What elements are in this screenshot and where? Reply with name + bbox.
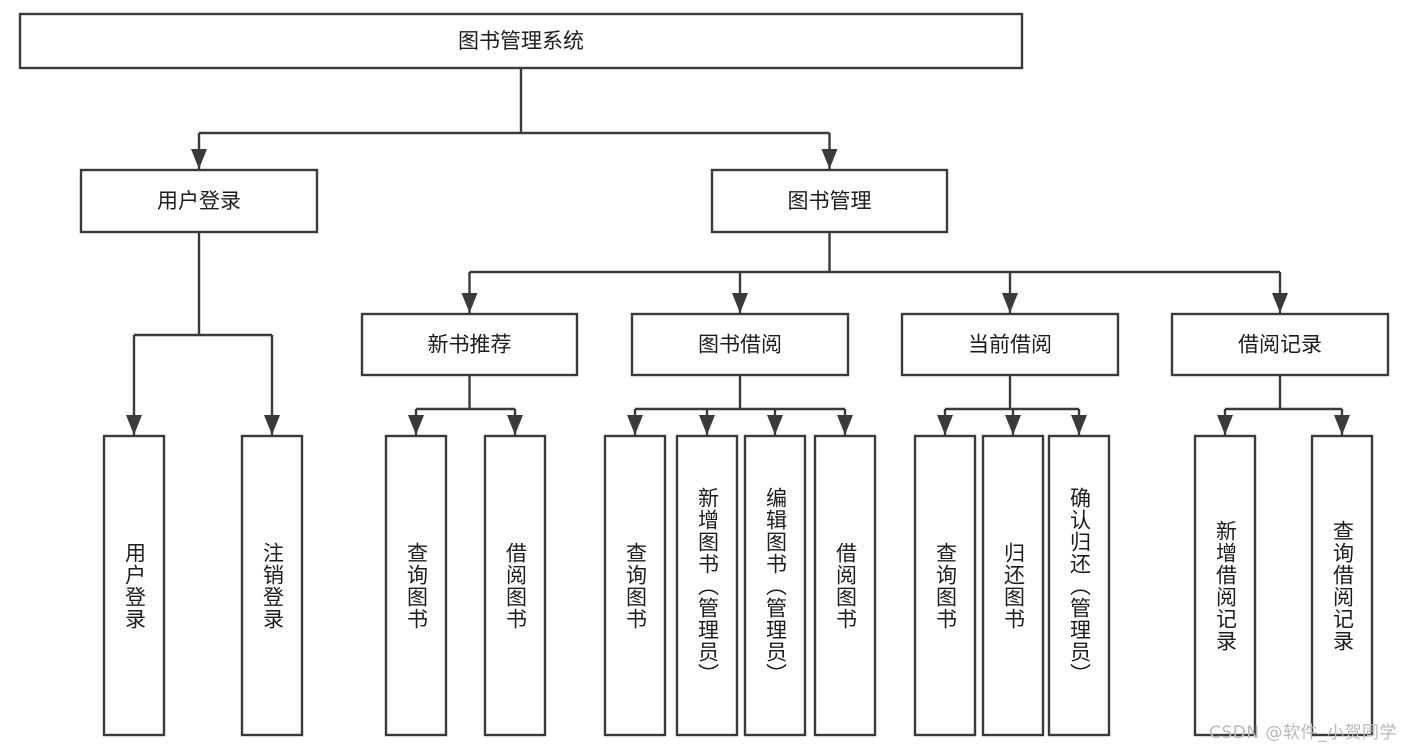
- node-box-layer: [18, 12, 1390, 737]
- arrow-head-icon: [699, 415, 715, 435]
- node-leaf-query-book-2[interactable]: [603, 434, 667, 737]
- node-borrow-record[interactable]: [1170, 312, 1390, 377]
- node-current-borrow-label: 当前借阅: [968, 333, 1052, 357]
- arrow-head-icon: [1334, 415, 1350, 435]
- node-user-login-label: 用户登录: [157, 189, 241, 213]
- node-borrow-record-label: 借阅记录: [1238, 333, 1322, 357]
- node-leaf-add-book-admin[interactable]: [675, 434, 739, 737]
- node-book-borrow[interactable]: [630, 312, 850, 377]
- node-leaf-confirm-return-admin[interactable]: [1047, 434, 1111, 737]
- arrow-head-icon: [507, 415, 523, 435]
- node-user-login[interactable]: [79, 168, 319, 234]
- node-root[interactable]: [18, 12, 1024, 70]
- node-root-label: 图书管理系统: [458, 29, 584, 53]
- arrow-head-icon: [767, 415, 783, 435]
- arrow-head-icon: [461, 293, 478, 313]
- node-book-borrow-label: 图书借阅: [698, 333, 782, 357]
- arrow-head-icon: [408, 415, 424, 435]
- arrow-head-icon: [1005, 415, 1021, 435]
- arrow-head-icon: [126, 415, 142, 435]
- watermark-credit: CSDN @软件_小贺同学: [1209, 723, 1397, 743]
- node-new-book-recommend[interactable]: [360, 312, 579, 377]
- node-leaf-query-borrow-record[interactable]: [1310, 434, 1374, 737]
- node-leaf-return-book[interactable]: [981, 434, 1045, 737]
- arrow-head-icon: [627, 415, 643, 435]
- arrow-head-icon: [191, 149, 207, 169]
- arrow-head-icon: [937, 415, 953, 435]
- node-current-borrow[interactable]: [900, 312, 1120, 377]
- arrow-head-icon: [1217, 415, 1233, 435]
- node-leaf-edit-book-admin[interactable]: [743, 434, 807, 737]
- connector-layer: [126, 68, 1350, 435]
- node-leaf-logout[interactable]: [240, 434, 304, 737]
- arrow-head-icon: [1272, 293, 1288, 313]
- node-new-book-recommend-label: 新书推荐: [428, 333, 512, 357]
- arrow-head-icon: [264, 415, 280, 435]
- node-leaf-user-login[interactable]: [102, 434, 166, 737]
- node-leaf-add-borrow-record[interactable]: [1193, 434, 1257, 737]
- arrow-head-icon: [732, 293, 748, 313]
- node-leaf-borrow-book-1[interactable]: [483, 434, 547, 737]
- arrow-head-icon: [837, 415, 853, 435]
- node-leaf-query-book-3[interactable]: [913, 434, 977, 737]
- arrow-head-icon: [821, 149, 838, 169]
- node-book-manage-label: 图书管理: [788, 189, 872, 213]
- arrow-head-icon: [1002, 293, 1018, 313]
- node-book-manage[interactable]: [710, 168, 949, 234]
- node-leaf-query-book-1[interactable]: [384, 434, 448, 737]
- arrow-head-icon: [1071, 415, 1087, 435]
- node-leaf-borrow-book-2[interactable]: [813, 434, 877, 737]
